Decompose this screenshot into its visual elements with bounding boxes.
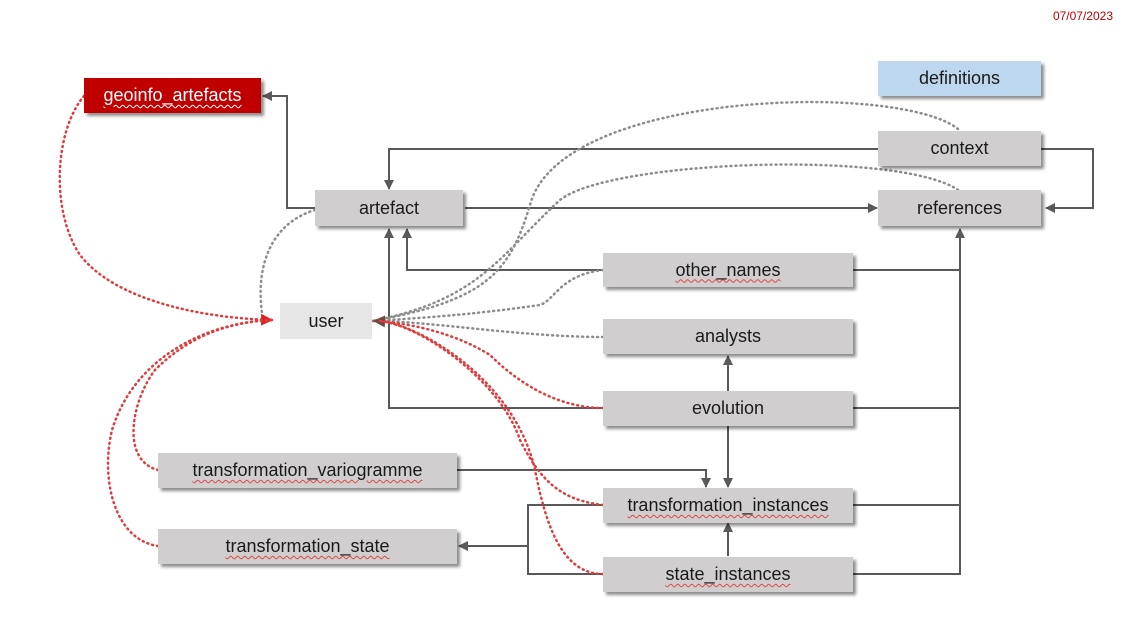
node-definitions[interactable]: definitions [878, 61, 1041, 96]
node-state-instances[interactable]: state_instances [603, 557, 853, 592]
node-label: references [916, 197, 1003, 218]
node-artefact[interactable]: artefact [315, 190, 463, 226]
dotted-evolution-user [372, 315, 605, 410]
node-label: transformation_variogramme [192, 460, 423, 480]
red-dotted-connectors [58, 94, 605, 576]
dotted-variogramme-user [132, 318, 274, 472]
node-label: other_names [675, 259, 781, 280]
connector-context-to-references [1041, 148, 1094, 213]
solid-connectors [262, 91, 1094, 575]
dotted-tstate-user [106, 318, 274, 548]
dotted-references-user [370, 163, 960, 323]
grey-dotted-connectors [259, 100, 960, 339]
node-label: user [308, 310, 344, 331]
node-label: state_instances [665, 564, 791, 584]
node-user[interactable]: user [280, 303, 372, 339]
connector-artefact-to-geoinfo [262, 91, 315, 209]
node-label: context [930, 138, 989, 158]
date-label: 07/07/2023 [1052, 9, 1113, 23]
node-label: definitions [918, 68, 1001, 88]
connector-context-to-artefact [384, 148, 878, 190]
node-transformation-variogramme[interactable]: transformation_variogramme [158, 453, 457, 488]
node-transformation-state[interactable]: transformation_state [158, 529, 457, 564]
connector-sinst-right [853, 228, 965, 575]
dotted-geoinfo-user [58, 94, 274, 326]
node-label: transformation_state [225, 536, 390, 556]
node-evolution[interactable]: evolution [603, 391, 853, 426]
dotted-artefact-user [259, 208, 317, 315]
node-context[interactable]: context [878, 131, 1041, 166]
dotted-othernames-user [370, 268, 605, 323]
connector-variogramme-to-tinst [457, 469, 711, 488]
connector-to-tstate [459, 504, 603, 575]
dotted-analysts-user [370, 319, 605, 339]
dotted-context-user [370, 100, 960, 323]
node-references[interactable]: references [878, 190, 1041, 226]
node-label: analysts [694, 326, 762, 346]
connector-other-names-to-artefact [402, 228, 603, 271]
node-other-names[interactable]: other_names [603, 253, 853, 287]
node-label: transformation_instances [627, 495, 829, 515]
node-analysts[interactable]: analysts [603, 319, 853, 354]
node-label: evolution [691, 398, 765, 418]
node-label: geoinfo_artefacts [103, 85, 242, 105]
node-label: artefact [358, 197, 420, 218]
dotted-sinst-user [378, 319, 605, 576]
node-geoinfo-artefacts[interactable]: geoinfo_artefacts [84, 78, 261, 113]
connector-evolution-to-artefact [384, 228, 603, 409]
node-transformation-instances[interactable]: transformation_instances [603, 488, 853, 523]
